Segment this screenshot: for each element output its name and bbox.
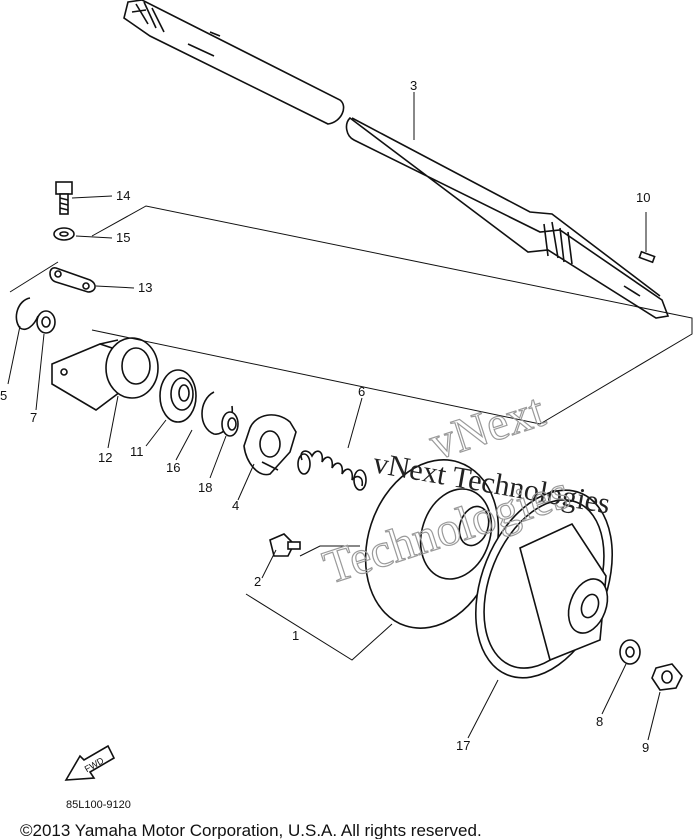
- cam-4: [243, 414, 297, 476]
- callout-13: 13: [138, 280, 152, 295]
- secondary-shaft-upper: [123, 0, 345, 125]
- callout-11: 11: [130, 444, 144, 459]
- watermark-line-1: vNext: [423, 384, 552, 471]
- callout-1: 1: [292, 628, 299, 643]
- part-code: 85L100-9120: [66, 799, 131, 811]
- callout-17: 17: [456, 738, 470, 753]
- secondary-shaft-lower: [345, 116, 670, 319]
- callout-12: 12: [98, 450, 112, 465]
- callout-16: 16: [166, 460, 180, 475]
- callout-10: 10: [636, 190, 650, 205]
- callout-14: 14: [116, 188, 130, 203]
- bolt-14: [55, 181, 73, 215]
- callout-7: 7: [30, 410, 37, 425]
- washer-15: [53, 227, 75, 241]
- sheave-17: [474, 489, 614, 679]
- callout-15: 15: [116, 230, 130, 245]
- callout-9: 9: [642, 740, 649, 755]
- key-part: [638, 250, 656, 264]
- circlip-5: [15, 297, 39, 331]
- callout-5: 5: [0, 388, 7, 403]
- collar-18: [221, 411, 239, 437]
- sheave-1: [364, 459, 500, 629]
- callout-3: 3: [410, 78, 417, 93]
- bearing-housing-12: [51, 337, 159, 411]
- plate-13: [49, 267, 96, 293]
- washer-7: [36, 310, 56, 334]
- callout-2: 2: [254, 574, 261, 589]
- copyright-footer: ©2013 Yamaha Motor Corporation, U.S.A. A…: [20, 821, 482, 839]
- leader-lines: [7, 92, 661, 741]
- spring-6: [297, 450, 367, 491]
- assembly-frame: [9, 205, 693, 661]
- washer-8: [619, 639, 641, 665]
- fwd-arrow-icon: FWD: [64, 744, 116, 781]
- nut-9: [651, 663, 683, 691]
- callout-6: 6: [358, 384, 365, 399]
- callout-labels: 1 2 3 4 5 6 7 8 9 10 11 12 13 14 15 16 1…: [0, 78, 650, 755]
- callout-8: 8: [596, 714, 603, 729]
- callout-4: 4: [232, 498, 239, 513]
- callout-18: 18: [198, 480, 212, 495]
- bearing-11: [159, 369, 197, 423]
